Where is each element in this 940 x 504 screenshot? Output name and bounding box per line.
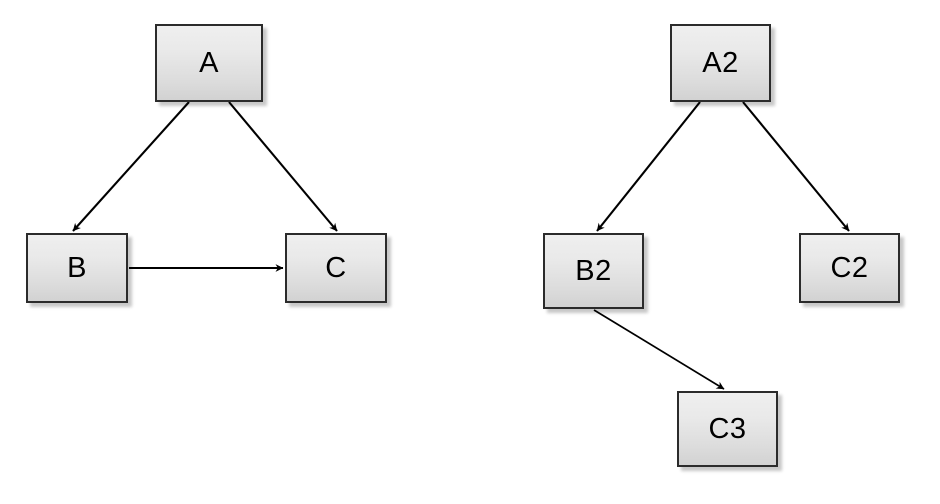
node-c2-label: C2 xyxy=(830,251,869,284)
node-b-label: B xyxy=(67,251,87,284)
edge-a2-to-c2 xyxy=(742,101,850,232)
node-c[interactable]: C xyxy=(285,233,387,303)
node-c-label: C xyxy=(325,251,347,284)
node-c2[interactable]: C2 xyxy=(799,233,900,303)
node-a2-label: A2 xyxy=(702,46,739,79)
edge-a-to-b xyxy=(72,101,190,232)
node-b[interactable]: B xyxy=(26,233,128,303)
node-b2-label: B2 xyxy=(575,254,612,287)
edge-b2-to-c3 xyxy=(593,309,725,390)
node-c3-label: C3 xyxy=(708,412,747,445)
node-a2[interactable]: A2 xyxy=(670,24,771,102)
node-c3[interactable]: C3 xyxy=(677,391,778,467)
node-a[interactable]: A xyxy=(155,24,263,102)
edge-a2-to-b2 xyxy=(596,101,701,232)
edge-a-to-c xyxy=(228,101,338,232)
node-b2[interactable]: B2 xyxy=(543,233,644,309)
node-a-label: A xyxy=(199,46,219,79)
